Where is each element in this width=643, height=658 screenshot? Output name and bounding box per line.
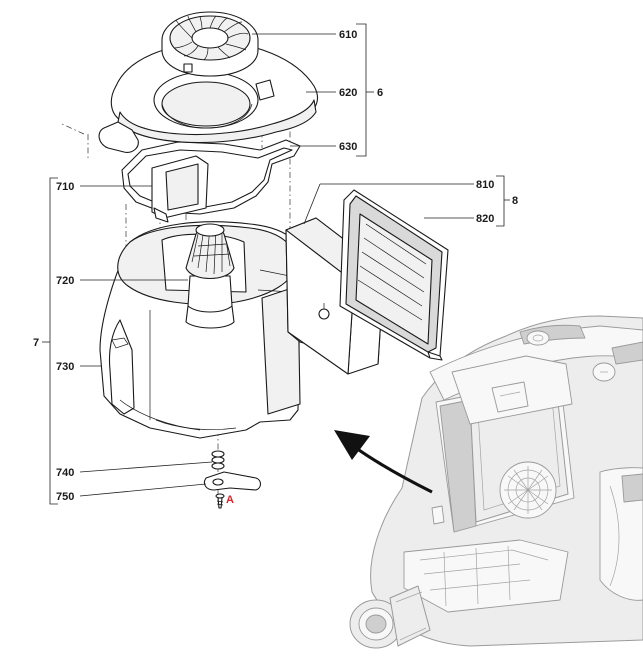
part-630-gasket xyxy=(121,139,301,215)
part-750-catch-lever xyxy=(203,471,262,509)
part-720-cone-filter xyxy=(185,223,235,329)
label-group-8: 8 xyxy=(512,195,518,207)
insertion-arrow xyxy=(334,430,433,494)
part-610-fan-grille xyxy=(161,11,259,77)
label-610: 610 xyxy=(339,29,357,41)
label-group-7: 7 xyxy=(33,337,39,349)
label-710: 710 xyxy=(56,181,74,193)
label-820: 820 xyxy=(476,213,494,225)
vacuum-cleaner-body xyxy=(349,315,643,649)
leader-lines xyxy=(42,23,510,505)
label-810: 810 xyxy=(476,179,494,191)
part-620-top-cover xyxy=(98,41,318,153)
label-620: 620 xyxy=(339,87,357,99)
label-group-6: 6 xyxy=(377,87,383,99)
screw-icon xyxy=(215,493,225,509)
label-730: 730 xyxy=(56,361,74,373)
part-820-hepa-filter xyxy=(339,189,449,361)
label-720: 720 xyxy=(56,275,74,287)
label-740: 740 xyxy=(56,467,74,479)
label-630: 630 xyxy=(339,141,357,153)
part-740-spring xyxy=(211,450,225,470)
part-number-labels: 610 620 630 6 710 720 730 740 750 7 810 … xyxy=(33,29,518,506)
label-750: 750 xyxy=(56,491,74,503)
marker-a: A xyxy=(226,494,234,506)
part-710-filter-holder xyxy=(151,155,209,223)
